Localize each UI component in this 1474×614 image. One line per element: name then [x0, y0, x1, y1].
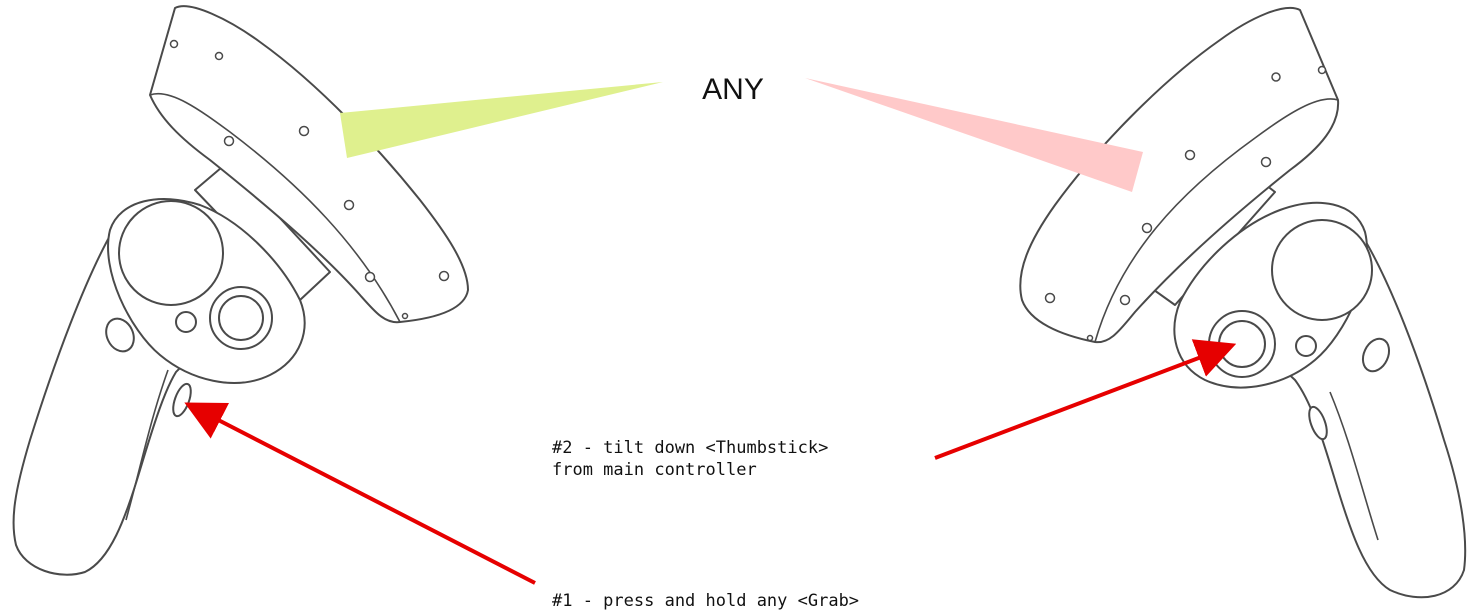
right-tracking-ring	[1019, 6, 1340, 344]
left-ring-inner-edge	[149, 92, 401, 323]
vr-motion-controller-right-icon	[1019, 6, 1467, 599]
step-2-line-2: from main controller	[552, 460, 757, 480]
right-led	[1141, 222, 1153, 234]
left-led	[223, 135, 235, 147]
left-led	[364, 271, 376, 283]
left-grip-edge	[125, 369, 169, 521]
left-led	[298, 125, 310, 137]
left-led	[214, 51, 224, 61]
any-label: ANY	[702, 73, 764, 106]
right-led	[1260, 156, 1272, 168]
left-led	[438, 270, 450, 282]
right-grab-button	[1308, 405, 1328, 441]
right-grip-edge	[1329, 391, 1379, 541]
left-led	[401, 312, 409, 320]
left-led	[343, 199, 355, 211]
right-windows-button	[1361, 337, 1391, 373]
left-menu-button	[175, 311, 197, 333]
step-1-label: #1 - press and hold any <Grab>	[552, 591, 859, 611]
right-led	[1184, 149, 1196, 161]
left-thumbstick-inner	[218, 295, 264, 341]
left-controller-beam	[340, 82, 663, 158]
right-controller-beam	[805, 78, 1143, 192]
left-grab-button	[172, 382, 192, 418]
left-windows-button	[105, 317, 135, 353]
step-2-line-1: #2 - tilt down <Thumbstick>	[552, 438, 828, 458]
arrow-thumbstick	[934, 339, 1237, 460]
vr-motion-controller-left-icon	[12, 5, 469, 576]
right-led	[1119, 294, 1131, 306]
left-led	[169, 39, 179, 49]
right-led	[1086, 334, 1094, 342]
right-led	[1044, 292, 1056, 304]
right-ring-inner-edge	[1094, 98, 1339, 343]
step-1-line-1: #1 - press and hold any <Grab>	[552, 591, 859, 611]
right-led	[1271, 72, 1281, 82]
arrow-grab	[184, 402, 536, 585]
right-thumbstick-inner	[1218, 320, 1266, 368]
right-touchpad	[1271, 219, 1373, 321]
right-led	[1317, 65, 1327, 75]
left-touchpad	[118, 200, 224, 306]
step-2-label: #2 - tilt down <Thumbstick> from main co…	[552, 438, 839, 480]
left-tracking-ring	[149, 5, 469, 324]
right-menu-button	[1295, 335, 1317, 357]
